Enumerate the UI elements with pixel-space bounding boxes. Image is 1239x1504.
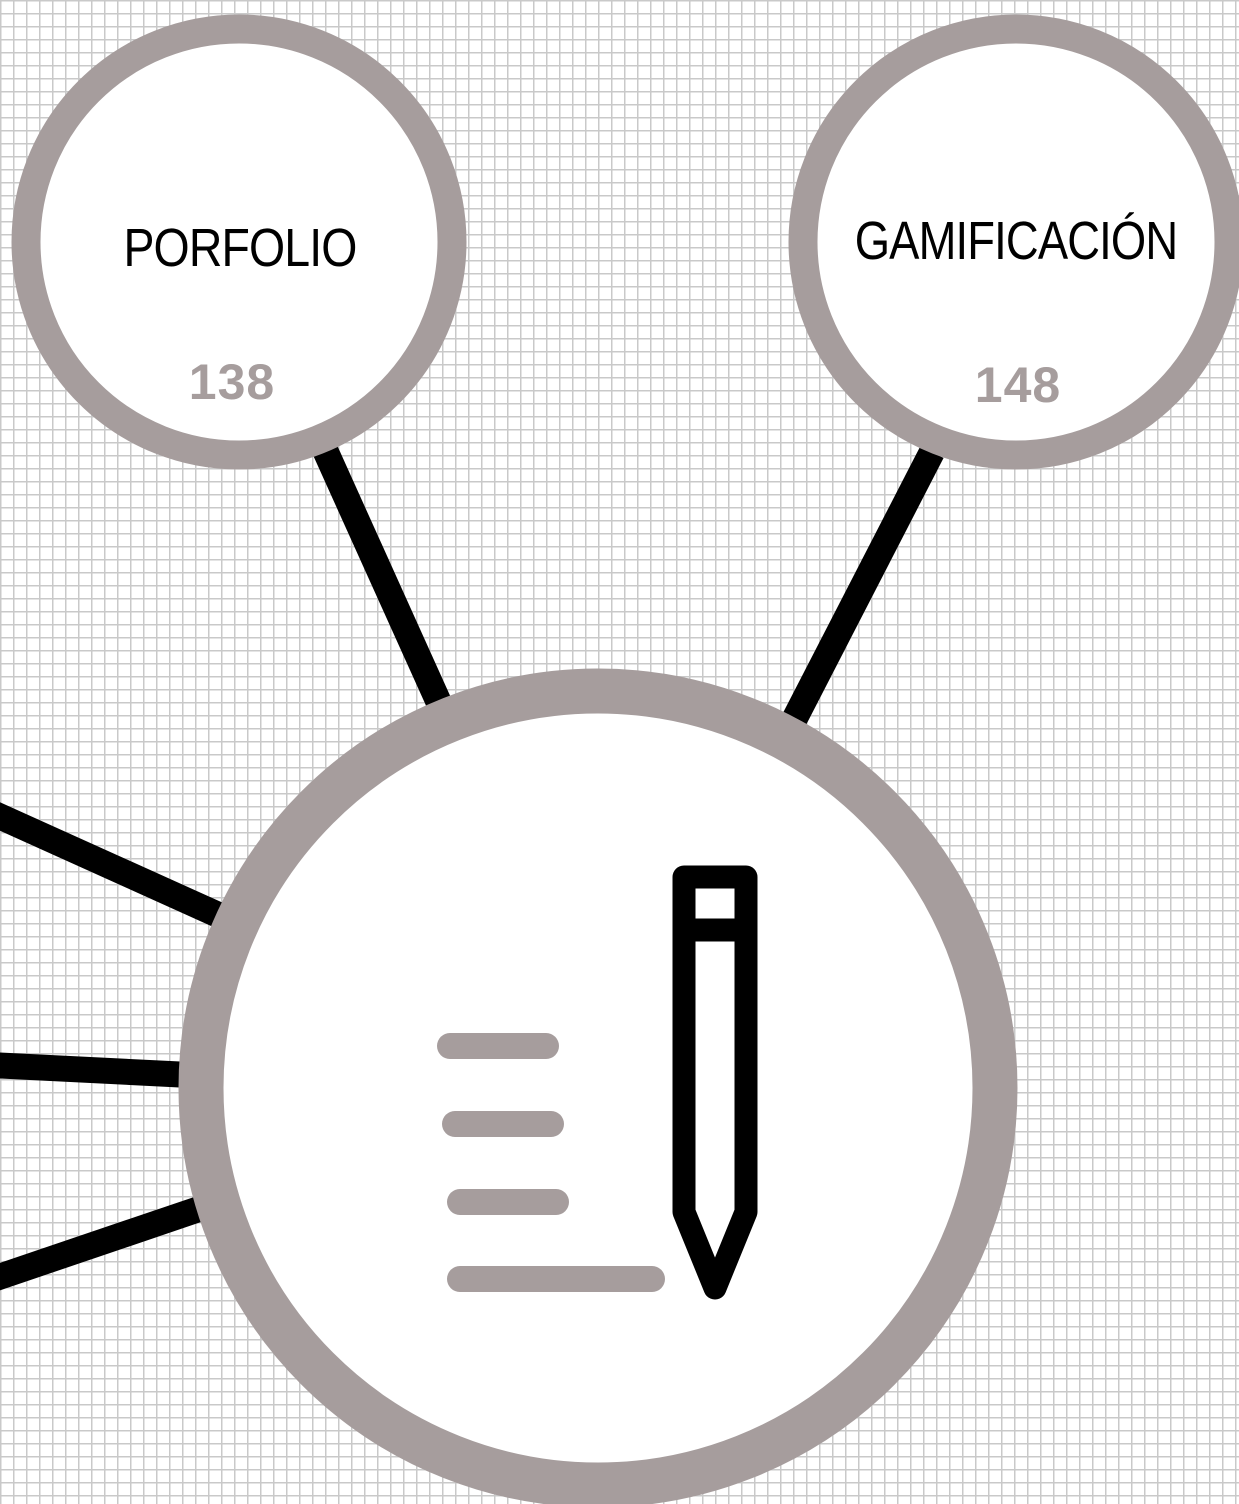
porfolio-node-label: PORFOLIO: [123, 218, 357, 278]
connector-porfolio: [313, 444, 452, 711]
pencil-icon: [672, 865, 758, 1300]
connectors: [0, 444, 944, 1291]
connector-left-lower: [0, 1194, 210, 1291]
connector-gamificacion: [783, 446, 944, 724]
gamificacion-node-label: GAMIFICACIÓN: [854, 211, 1178, 271]
gamificacion-node-circle: [788, 14, 1239, 470]
connector-left-middle: [0, 1052, 191, 1088]
text-lines-icon: [437, 1033, 665, 1292]
porfolio-node-circle: [11, 14, 467, 470]
porfolio-node-count: 138: [188, 354, 276, 410]
connector-left-upper: [0, 802, 231, 930]
central-node-circle: [178, 668, 1018, 1504]
gamificacion-node-count: 148: [974, 357, 1062, 413]
writing-pencil-icon: [437, 865, 758, 1300]
